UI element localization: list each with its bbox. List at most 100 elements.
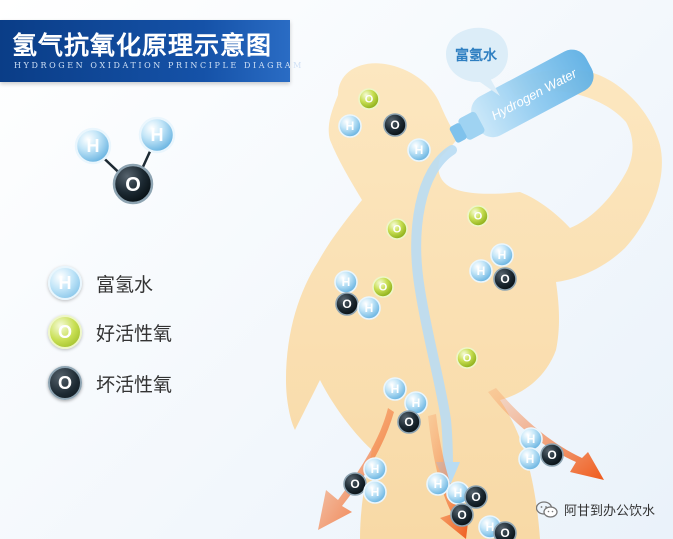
bad-oxygen-atom: O [383,113,407,137]
bad-oxygen-atom-circle [493,521,517,539]
page-subtitle: HYDROGEN OXIDATION PRINCIPLE DIAGRAM [14,61,304,70]
page-title: 氢气抗氧化原理示意图 [12,31,273,60]
hydrogen-atom-letter: H [526,452,535,466]
bubble-label: 富氢水 [455,47,498,64]
bad-oxygen-atom-letter: O [457,508,466,522]
bad-oxygen-atom-letter: O [500,272,509,286]
water-bottle: Hydrogen Water [449,49,594,143]
hydrogen-atom: H [407,138,431,162]
hydrogen-atom-circle [363,480,387,504]
bad-oxygen-atom: O [450,503,474,527]
hydrogen-atom-letter: H [391,382,400,396]
bad-oxygen-atom-circle [493,267,517,291]
hydrogen-atom-circle [383,377,407,401]
hydrogen-atom-letter: H [87,136,100,156]
hydrogen-atom: H [357,296,381,320]
hydrogen-atom: H [383,377,407,401]
hydrogen-atom-circle [469,259,493,283]
legend-label: 好活性氧 [96,322,173,345]
bad-oxygen-atom-letter: O [404,415,413,429]
hydrogen-atom-letter: H [371,462,380,476]
bad-oxygen-atom-circle [450,503,474,527]
legend-item-bad-oxygen: O 坏活性氧 [48,364,172,402]
hydrogen-atom-letter: H [454,486,463,500]
watermark-text: 阿甘到办公饮水 [563,504,655,519]
hydrogen-atom: H [338,114,362,138]
body-shape [286,63,662,539]
bad-oxygen-atom-circle [343,472,367,496]
hydrogen-atom-letter: H [527,432,536,446]
good-oxygen-atom: O [372,276,394,298]
bottle-cap [449,123,467,143]
watermark: 阿甘到办公饮水 [535,500,655,519]
arrow-right [488,388,604,480]
hydrogen-atom: H [519,427,543,451]
hydrogen-atom: H [138,116,176,154]
legend-item-good-oxygen: O 好活性氧 [48,313,172,351]
hydrogen-atom-letter: H [346,119,355,133]
good-oxygen-atom-circle [386,218,408,240]
bad-oxygen-atom-letter: O [390,118,399,132]
bad-oxygen-atom-circle [540,443,564,467]
human-silhouette [286,63,662,539]
bad-oxygen-atom: O [540,443,564,467]
hydrogen-atom-circle [357,296,381,320]
bad-oxygen-atom: O [335,292,359,316]
hydrogen-atom-circle [74,127,112,165]
good-oxygen-atom-letter: O [463,353,472,365]
hydrogen-atom-circle [407,138,431,162]
bubble-shape [446,27,508,96]
hydrogen-atom: H [363,480,387,504]
bad-oxygen-atom-icon: O [48,366,82,400]
outflow-arrows [318,388,604,539]
legend-label: 富氢水 [96,273,154,296]
hydrogen-atom: H [426,472,450,496]
bottle-speech-bubble: 富氢水 [446,27,508,96]
hydrogen-atom: H [363,457,387,481]
hydrogen-atom-circle [138,116,176,154]
hydrogen-atom: H [74,127,112,165]
hydrogen-atom-letter: H [412,396,421,410]
bad-oxygen-atom: O [464,485,488,509]
bad-oxygen-atom-letter: O [471,490,480,504]
bad-oxygen-atom-letter: O [342,297,351,311]
good-oxygen-atom-letter: O [365,94,374,106]
hydrogen-atom-circle [363,457,387,481]
hydrogen-atom-letter: H [151,125,164,145]
hydrogen-atom-letter: H [342,275,351,289]
good-oxygen-atom-circle [372,276,394,298]
hydrogen-atom: H [469,259,493,283]
hydrogen-atom-letter: H [365,301,374,315]
hydrogen-atom-letter: H [434,477,443,491]
hydrogen-atom-letter: H [498,248,507,262]
bad-oxygen-atom-circle [383,113,407,137]
good-oxygen-atom: O [386,218,408,240]
bad-oxygen-atom-letter: O [547,448,556,462]
hydrogen-atom-icon: H [48,266,82,300]
good-oxygen-atom-icon: O [48,315,82,349]
bad-oxygen-atom: O [397,410,421,434]
arrow-left [318,408,394,530]
hydrogen-atom-letter: H [477,264,486,278]
hydrogen-atom-letter: H [486,520,495,534]
hydrogen-atom: H [334,270,358,294]
title-banner: 氢气抗氧化原理示意图 HYDROGEN OXIDATION PRINCIPLE … [0,20,301,82]
good-oxygen-atom-letter: O [393,224,402,236]
hydrogen-atom-letter: H [371,485,380,499]
bad-oxygen-atom-letter: O [350,477,359,491]
bad-oxygen-atom: O [493,521,517,539]
bad-oxygen-atom: O [493,267,517,291]
bad-oxygen-atom: O [343,472,367,496]
bad-oxygen-atom-letter: O [500,526,509,539]
good-oxygen-atom: O [467,205,489,227]
good-oxygen-atom-circle [467,205,489,227]
good-oxygen-atom-circle [358,88,380,110]
hydrogen-atom-circle [426,472,450,496]
legend-label: 坏活性氧 [96,373,173,396]
wechat-icon [535,500,558,518]
good-oxygen-atom-letter: O [379,282,388,294]
water-stream [411,145,457,475]
hydrogen-atom-letter: H [415,143,424,157]
bad-oxygen-atom: O [112,163,154,205]
